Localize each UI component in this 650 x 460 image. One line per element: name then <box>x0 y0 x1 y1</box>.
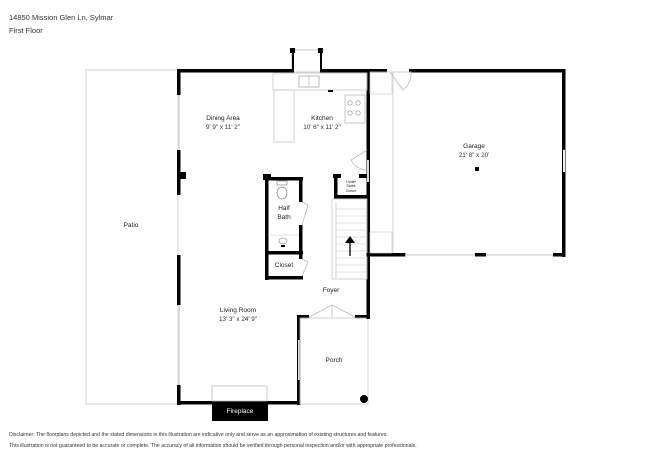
address-title: 14850 Mission Glen Ln, Sylmar <box>9 13 114 22</box>
room-foyer: Foyer <box>322 287 340 294</box>
stair-up-arrow <box>345 236 355 256</box>
stairs <box>331 198 368 280</box>
room-garage: Garage 21' 8" x 20' <box>458 143 490 159</box>
fireplace-block <box>212 404 268 421</box>
room-kitchen: Kitchen 10' 6" x 11' 2" <box>303 115 341 131</box>
room-patio: Patio <box>123 222 139 229</box>
porch-outline <box>299 317 369 405</box>
kitchen-counter-top <box>272 72 368 91</box>
room-fireplace: Fireplace <box>226 408 254 415</box>
room-porch: Porch <box>325 357 343 364</box>
room-living-room: Living Room 13' 3" x 24' 9" <box>218 307 258 323</box>
disclaimer-line-2: This illustration is not guaranteed to b… <box>9 443 417 449</box>
toilet <box>276 186 288 200</box>
garage-door-swing <box>389 71 412 91</box>
room-dining-area: Dining Area 9' 9" x 11' 2" <box>205 115 241 131</box>
disclaimer-line-1: Disclaimer: The floorplans depicted and … <box>9 432 388 438</box>
porch-post <box>360 395 368 403</box>
kitchen-island <box>273 89 295 143</box>
room-closet: Closet <box>274 262 294 269</box>
room-half-bath: Half Bath <box>277 205 291 221</box>
garage-post <box>475 167 479 171</box>
patio-outline <box>85 69 179 405</box>
fireplace-hearth <box>211 385 268 402</box>
bay-outline <box>291 49 322 73</box>
bath-sink <box>278 237 288 245</box>
floor-label: First Floor <box>9 26 43 35</box>
stove <box>344 94 366 124</box>
room-under-stairs-closet: Under Stairs Closet <box>345 180 357 193</box>
